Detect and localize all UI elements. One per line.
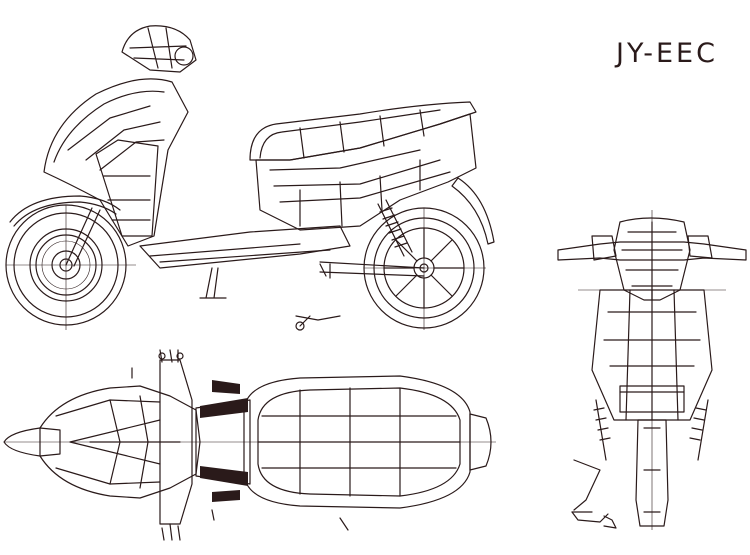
side-front-fairing bbox=[43, 78, 189, 247]
side-front-mudguard bbox=[9, 195, 121, 223]
front-tail-plate bbox=[619, 385, 685, 413]
side-rear-body bbox=[255, 113, 477, 231]
model-label: JY-EEC bbox=[616, 38, 718, 69]
front-fairing bbox=[613, 217, 691, 301]
top-front-fairing bbox=[39, 385, 201, 499]
top-seat bbox=[243, 375, 471, 509]
front-handlebar bbox=[557, 241, 747, 261]
side-handlebar bbox=[121, 25, 197, 73]
top-tail bbox=[469, 413, 492, 471]
side-stand bbox=[199, 267, 227, 299]
top-view bbox=[3, 349, 496, 541]
side-view bbox=[5, 25, 495, 331]
side-rear-fender bbox=[451, 177, 495, 245]
side-seat bbox=[249, 101, 477, 161]
side-floorboard bbox=[139, 225, 351, 269]
front-view bbox=[557, 210, 747, 530]
front-stand bbox=[571, 459, 601, 513]
top-handlebar bbox=[159, 359, 193, 525]
front-wheel bbox=[635, 419, 669, 527]
